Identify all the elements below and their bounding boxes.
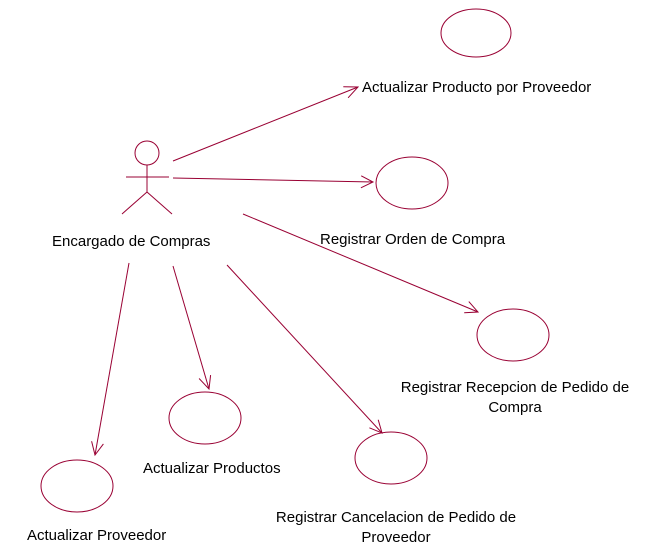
use-case-ellipse-registrar-cancelacion[interactable] (354, 431, 428, 485)
use-case-label-registrar-cancelacion-line2: Proveedor (361, 529, 431, 546)
use-case-label-registrar-recepcion: Registrar Recepcion de Pedido de Compra (385, 378, 645, 418)
actor-label: Encargado de Compras (52, 233, 211, 250)
use-case-label-registrar-recepcion-line2: Compra (488, 399, 542, 416)
association-registrar-cancelacion (226, 264, 383, 434)
association-actualizar-proveedor (91, 262, 130, 457)
association-registrar-recepcion (242, 213, 480, 314)
use-case-label-actualizar-producto-proveedor: Actualizar Producto por Proveedor (362, 79, 592, 96)
actor-left-leg (121, 191, 148, 215)
use-case-ellipse-actualizar-producto-proveedor[interactable] (440, 8, 512, 58)
actor-head (134, 140, 160, 166)
association-registrar-orden-compra (172, 175, 375, 189)
use-case-label-actualizar-proveedor: Actualizar Proveedor (27, 527, 167, 544)
use-case-label-registrar-orden-compra: Registrar Orden de Compra (320, 231, 506, 248)
use-case-ellipse-actualizar-productos[interactable] (168, 391, 242, 445)
association-actualizar-producto-proveedor (172, 86, 360, 162)
use-case-label-registrar-cancelacion-line1: Registrar Cancelacion de Pedido de (275, 509, 517, 526)
actor-figure[interactable] (121, 140, 173, 215)
use-case-label-registrar-recepcion-line1: Registrar Recepcion de Pedido de (400, 379, 630, 396)
use-case-ellipse-registrar-orden-compra[interactable] (375, 156, 449, 210)
use-case-label-actualizar-productos: Actualizar Productos (143, 460, 281, 477)
use-case-label-registrar-cancelacion: Registrar Cancelacion de Pedido de Prove… (258, 508, 534, 548)
association-actualizar-productos (172, 265, 212, 391)
use-case-ellipse-registrar-recepcion[interactable] (476, 308, 550, 362)
actor-right-leg (146, 191, 173, 215)
use-case-ellipse-actualizar-proveedor[interactable] (40, 459, 114, 513)
